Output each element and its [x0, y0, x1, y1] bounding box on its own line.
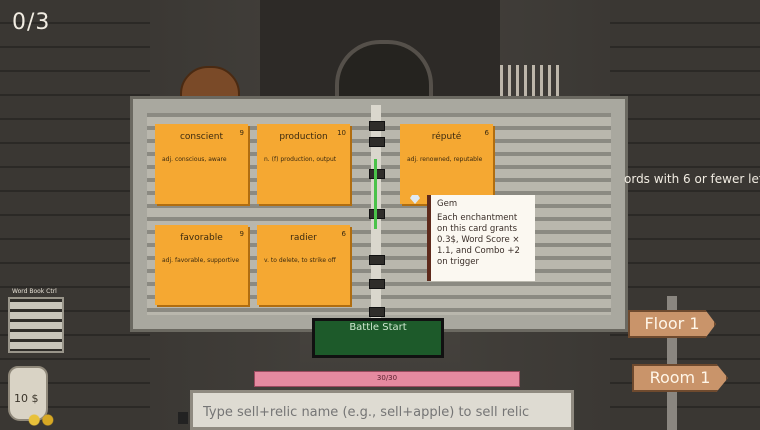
cursor-icon — [178, 412, 188, 424]
card-word: conscient — [179, 132, 224, 142]
floor-sign: Floor 1 — [628, 310, 716, 338]
card-word: favorable — [180, 233, 223, 243]
command-input[interactable] — [201, 401, 565, 423]
card-definition: v. to delete, to strike off — [264, 257, 336, 264]
spine-clip — [369, 307, 385, 317]
spine-clip — [369, 121, 385, 131]
enchantment-tooltip: Gem Each enchantment on this card grants… — [427, 195, 535, 281]
spine-clip — [369, 209, 385, 219]
spine-clip — [369, 169, 385, 179]
health-bar-fill — [255, 372, 519, 386]
progress-counter: 0/3 — [12, 10, 51, 35]
card-score: 6 — [341, 230, 346, 238]
spine-highlight — [374, 159, 377, 229]
signpost-pole — [667, 296, 677, 430]
coins-icon — [24, 412, 58, 428]
word-card-radier[interactable]: radier 6 v. to delete, to strike off — [257, 225, 350, 305]
card-score: 9 — [239, 129, 244, 137]
word-card-conscient[interactable]: conscient 9 adj. conscious, aware — [155, 124, 248, 204]
word-card-repute[interactable]: réputé 6 adj. renowned, reputable — [400, 124, 493, 204]
left-wall — [0, 0, 150, 430]
card-definition: adj. renowned, reputable — [407, 156, 483, 163]
card-definition: adj. conscious, aware — [162, 156, 227, 163]
word-book-ctrl-label: Word Book Ctrl — [12, 288, 57, 295]
tooltip-body: Each enchantment on this card grants 0.3… — [437, 213, 520, 267]
word-book-ctrl-button[interactable] — [8, 297, 64, 353]
health-bar-text: 30/30 — [376, 374, 398, 382]
spine-clip — [369, 137, 385, 147]
card-definition: adj. favorable, supportive — [162, 257, 240, 264]
card-word: radier — [290, 233, 317, 243]
word-card-production[interactable]: production 10 n. (f) production, output — [257, 124, 350, 204]
tooltip-title: Gem — [437, 199, 458, 209]
battle-start-board[interactable]: Battle Start — [312, 318, 444, 358]
gem-icon — [410, 195, 420, 204]
board-text: Battle Start — [349, 322, 407, 333]
room-sign: Room 1 — [632, 364, 728, 392]
card-definition: n. (f) production, output — [264, 156, 337, 163]
card-word: réputé — [431, 132, 462, 142]
spine-clip — [369, 279, 385, 289]
health-bar: 30/30 — [254, 371, 520, 387]
right-wall — [610, 0, 760, 430]
side-hint-text: ords with 6 or fewer let — [624, 172, 760, 186]
card-score: 10 — [337, 129, 346, 137]
card-word: production — [279, 132, 328, 142]
money-amount: 10 $ — [14, 392, 39, 405]
card-score: 9 — [239, 230, 244, 238]
spine-clip — [369, 255, 385, 265]
word-card-favorable[interactable]: favorable 9 adj. favorable, supportive — [155, 225, 248, 305]
command-input-box — [190, 390, 574, 430]
card-score: 6 — [484, 129, 489, 137]
